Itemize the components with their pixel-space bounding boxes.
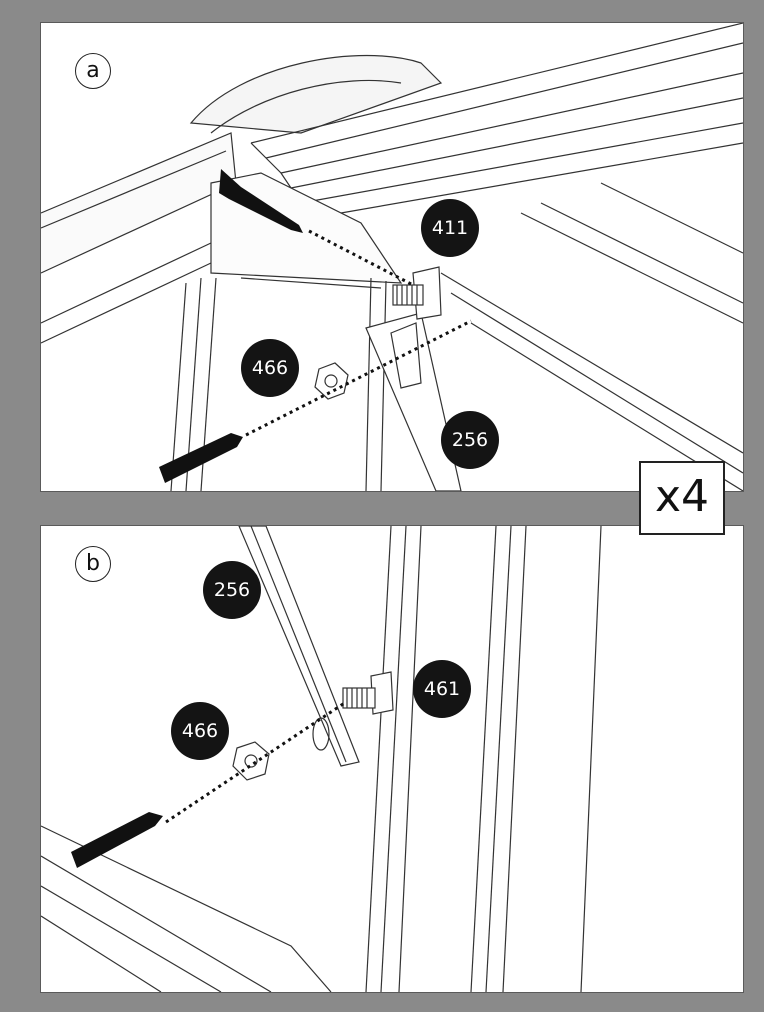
- quantity-multiplier: x4: [639, 461, 725, 535]
- step-b-panel: b 256 461 466: [40, 525, 744, 993]
- part-badge-466: 466: [241, 339, 299, 397]
- part-badge-256: 256: [203, 561, 261, 619]
- part-badge-466: 466: [171, 702, 229, 760]
- step-a-drawing: [41, 23, 743, 491]
- step-a-label: a: [75, 53, 111, 89]
- part-badge-256: 256: [441, 411, 499, 469]
- step-b-label: b: [75, 546, 111, 582]
- part-badge-461: 461: [413, 660, 471, 718]
- step-a-panel: a 411 466 256: [40, 22, 744, 492]
- step-b-drawing: [41, 526, 602, 992]
- part-badge-411: 411: [421, 199, 479, 257]
